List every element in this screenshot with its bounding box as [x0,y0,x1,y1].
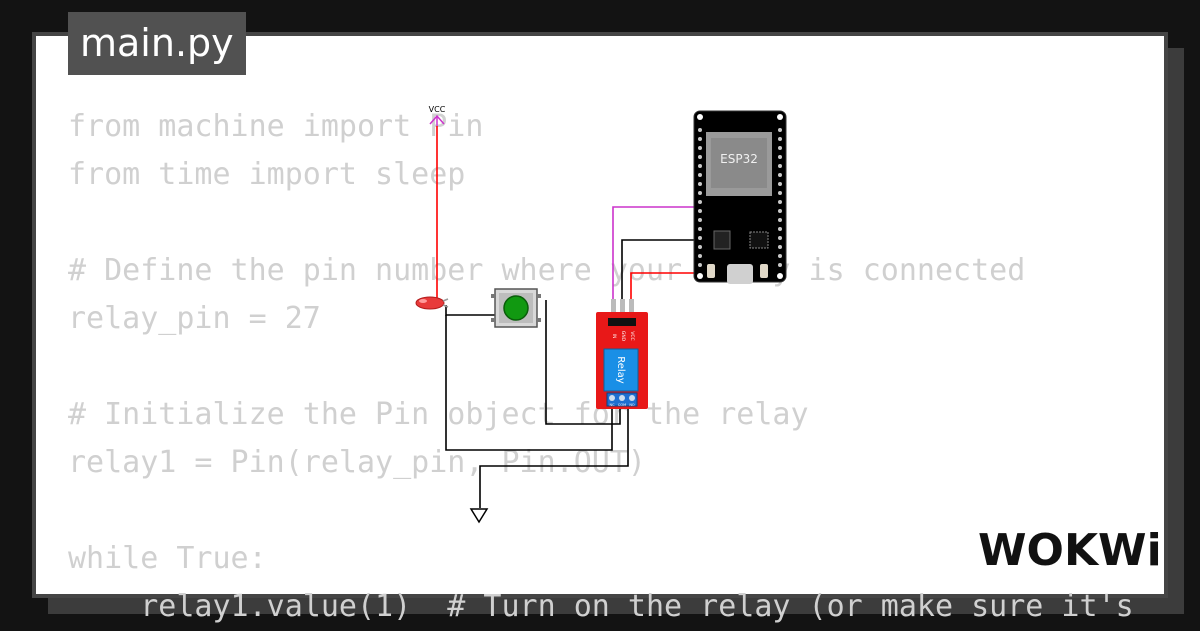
vcc-source[interactable]: VCC [429,105,446,126]
pin-header-left [698,128,702,267]
pin-header-right [778,128,782,267]
red-led[interactable] [415,296,449,310]
vcc-wire-esp [630,272,697,300]
code-line: relay_pin = 27 [68,301,321,336]
code-editor: from machine import Pin from time import … [68,103,1134,631]
code-line: relay1.value(1) # Turn on the relay (or … [68,589,1134,624]
relay-label: Relay [615,356,626,384]
relay-pin-gnd: GND [620,331,626,342]
relay-pin-nc: NC [609,403,615,407]
push-button[interactable] [491,288,541,328]
code-line: from time import sleep [68,157,466,192]
code-line: from machine import Pin [68,109,484,144]
button-relay-wire [545,300,621,425]
ground-symbol[interactable] [469,508,489,524]
gnd-wire-esp [621,239,697,300]
vcc-label: VCC [429,105,446,114]
relay-pin-vcc: VCC [629,331,635,340]
wires [436,126,697,508]
code-line: while True: [68,541,267,576]
led-button-wire [445,305,497,316]
signal-wire [612,206,697,300]
relay-module[interactable]: IN GND VCC Relay NC COM NO [596,299,648,409]
wokwi-logo-text: WOKWi [978,525,1162,576]
wokwi-logo: WOKWi [978,525,1162,576]
led-gnd-wire [445,315,613,451]
usb-port [727,264,753,284]
relay-pin-in: IN [611,334,617,339]
esp32-label: ESP32 [720,152,758,166]
ground-wire [479,406,629,508]
relay-pin-com: COM [618,403,626,407]
relay-pin-no: NO [629,403,635,407]
esp32-board[interactable]: ESP32 [693,110,787,284]
code-line: # Define the pin number where your relay… [68,253,1026,288]
code-line: relay1 = Pin(relay_pin, Pin.OUT) [68,445,646,480]
file-tab[interactable]: main.py [68,12,246,75]
